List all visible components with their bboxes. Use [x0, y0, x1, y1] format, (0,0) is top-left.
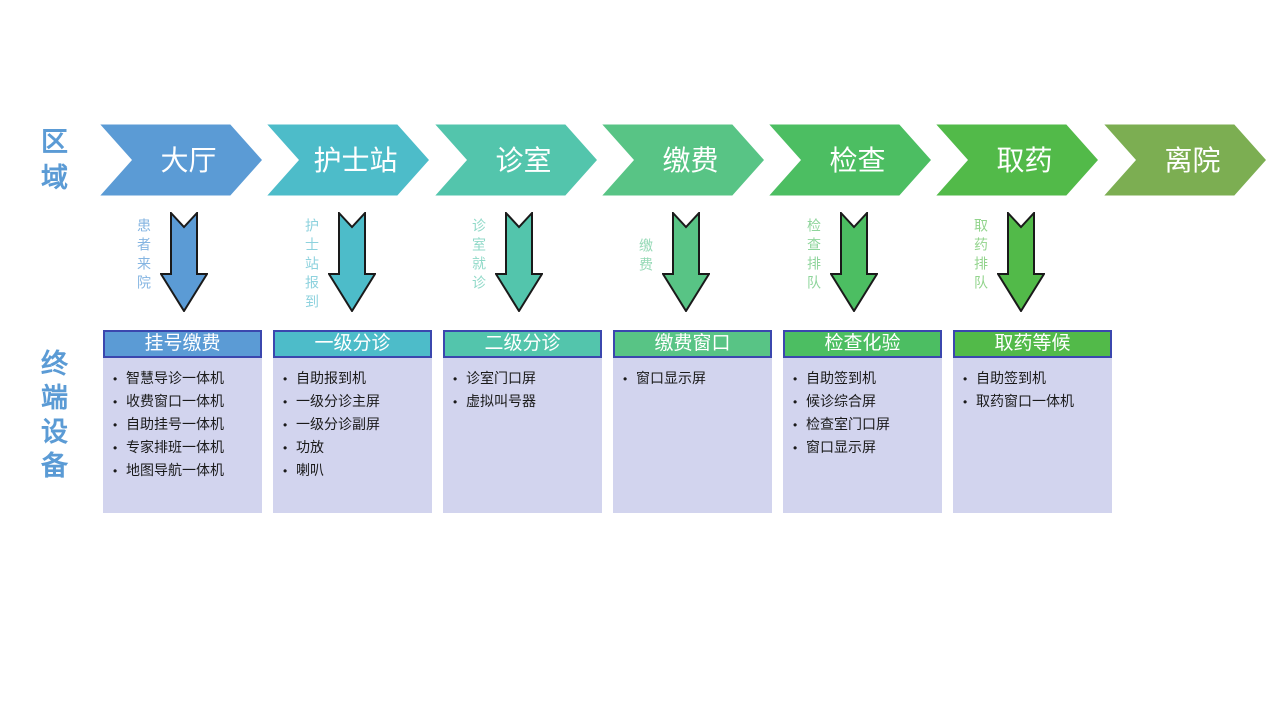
device-item: •自助报到机 — [283, 367, 428, 390]
bullet-icon: • — [283, 395, 288, 409]
device-box-title: 取药等候 — [953, 330, 1112, 358]
device-box-title: 检查化验 — [783, 330, 942, 358]
down-arrow-hall — [160, 212, 208, 312]
bullet-icon: • — [283, 464, 288, 478]
bullet-icon: • — [113, 395, 118, 409]
device-box-triage-level1: 一级分诊 •自助报到机 •一级分诊主屏 •一级分诊副屏 •功放 •喇叭 — [273, 330, 432, 513]
flow-label-consult-visit: 诊室就诊 — [471, 218, 487, 294]
device-box-exam-lab: 检查化验 •自助签到机 •候诊综合屏 •检查室门口屏 •窗口显示屏 — [783, 330, 942, 513]
bullet-icon: • — [453, 372, 458, 386]
device-item: •取药窗口一体机 — [963, 390, 1108, 413]
device-item: •功放 — [283, 436, 428, 459]
flow-label-patient-arrives: 患者来院 — [136, 218, 152, 294]
chevron-shape-payment — [596, 122, 769, 198]
chevron-shape-discharge — [1098, 122, 1268, 198]
bullet-icon: • — [793, 372, 798, 386]
device-item: •自助挂号一体机 — [113, 413, 258, 436]
device-item: •一级分诊副屏 — [283, 413, 428, 436]
device-box-title: 缴费窗口 — [613, 330, 772, 358]
axis-label-zones: 区域 — [37, 127, 67, 199]
chevron-shape-exam — [763, 122, 936, 198]
device-item: •智慧导诊一体机 — [113, 367, 258, 390]
device-box-payment-window: 缴费窗口 •窗口显示屏 — [613, 330, 772, 513]
down-arrow-shape — [495, 212, 543, 312]
bullet-icon: • — [283, 418, 288, 432]
device-item: •检查室门口屏 — [793, 413, 938, 436]
flow-label-pay: 缴费 — [638, 238, 654, 276]
chevron-shape-nurse-station — [261, 122, 434, 198]
device-box-body: •诊室门口屏 •虚拟叫号器 — [443, 358, 602, 513]
device-box-registration: 挂号缴费 •智慧导诊一体机 •收费窗口一体机 •自助挂号一体机 •专家排班一体机… — [103, 330, 262, 513]
bullet-icon: • — [113, 464, 118, 478]
down-arrow-exam — [830, 212, 878, 312]
device-item: •喇叭 — [283, 459, 428, 482]
flow-label-nurse-checkin: 护士站报到 — [304, 218, 320, 313]
bullet-icon: • — [113, 418, 118, 432]
device-box-title: 挂号缴费 — [103, 330, 262, 358]
down-arrow-consult-room — [495, 212, 543, 312]
bullet-icon: • — [623, 372, 628, 386]
device-box-body: •自助报到机 •一级分诊主屏 •一级分诊副屏 •功放 •喇叭 — [273, 358, 432, 513]
down-arrow-shape — [830, 212, 878, 312]
bullet-icon: • — [113, 372, 118, 386]
device-box-body: •智慧导诊一体机 •收费窗口一体机 •自助挂号一体机 •专家排班一体机 •地图导… — [103, 358, 262, 513]
chevron-shape-consult-room — [429, 122, 602, 198]
device-item: •自助签到机 — [963, 367, 1108, 390]
device-item: •候诊综合屏 — [793, 390, 938, 413]
device-item: •收费窗口一体机 — [113, 390, 258, 413]
bullet-icon: • — [963, 395, 968, 409]
down-arrow-payment — [662, 212, 710, 312]
device-box-title: 一级分诊 — [273, 330, 432, 358]
bullet-icon: • — [453, 395, 458, 409]
device-item: •地图导航一体机 — [113, 459, 258, 482]
bullet-icon: • — [793, 441, 798, 455]
down-arrow-shape — [997, 212, 1045, 312]
axis-label-devices: 终端设备 — [37, 349, 67, 485]
device-item: •一级分诊主屏 — [283, 390, 428, 413]
bullet-icon: • — [793, 395, 798, 409]
bullet-icon: • — [283, 372, 288, 386]
device-item: •窗口显示屏 — [793, 436, 938, 459]
zone-chevron-svg — [97, 122, 1268, 198]
device-box-title: 二级分诊 — [443, 330, 602, 358]
bullet-icon: • — [793, 418, 798, 432]
down-arrow-nurse-station — [328, 212, 376, 312]
chevron-shape-pharmacy — [930, 122, 1103, 198]
bullet-icon: • — [963, 372, 968, 386]
device-box-body: •自助签到机 •候诊综合屏 •检查室门口屏 •窗口显示屏 — [783, 358, 942, 513]
bullet-icon: • — [283, 441, 288, 455]
device-item: •窗口显示屏 — [623, 367, 768, 390]
bullet-icon: • — [113, 441, 118, 455]
flow-label-pharmacy-queue: 取药排队 — [973, 218, 989, 294]
down-arrow-shape — [160, 212, 208, 312]
device-item: •专家排班一体机 — [113, 436, 258, 459]
zone-chevron-band — [97, 122, 1268, 198]
device-box-body: •窗口显示屏 — [613, 358, 772, 513]
device-item: •虚拟叫号器 — [453, 390, 598, 413]
flow-label-exam-queue: 检查排队 — [806, 218, 822, 294]
down-arrow-shape — [328, 212, 376, 312]
device-box-body: •自助签到机 •取药窗口一体机 — [953, 358, 1112, 513]
device-box-pharmacy-waiting: 取药等候 •自助签到机 •取药窗口一体机 — [953, 330, 1112, 513]
device-item: •诊室门口屏 — [453, 367, 598, 390]
down-arrow-shape — [662, 212, 710, 312]
down-arrow-pharmacy — [997, 212, 1045, 312]
device-item: •自助签到机 — [793, 367, 938, 390]
device-box-triage-level2: 二级分诊 •诊室门口屏 •虚拟叫号器 — [443, 330, 602, 513]
chevron-shape-hall — [97, 122, 267, 198]
